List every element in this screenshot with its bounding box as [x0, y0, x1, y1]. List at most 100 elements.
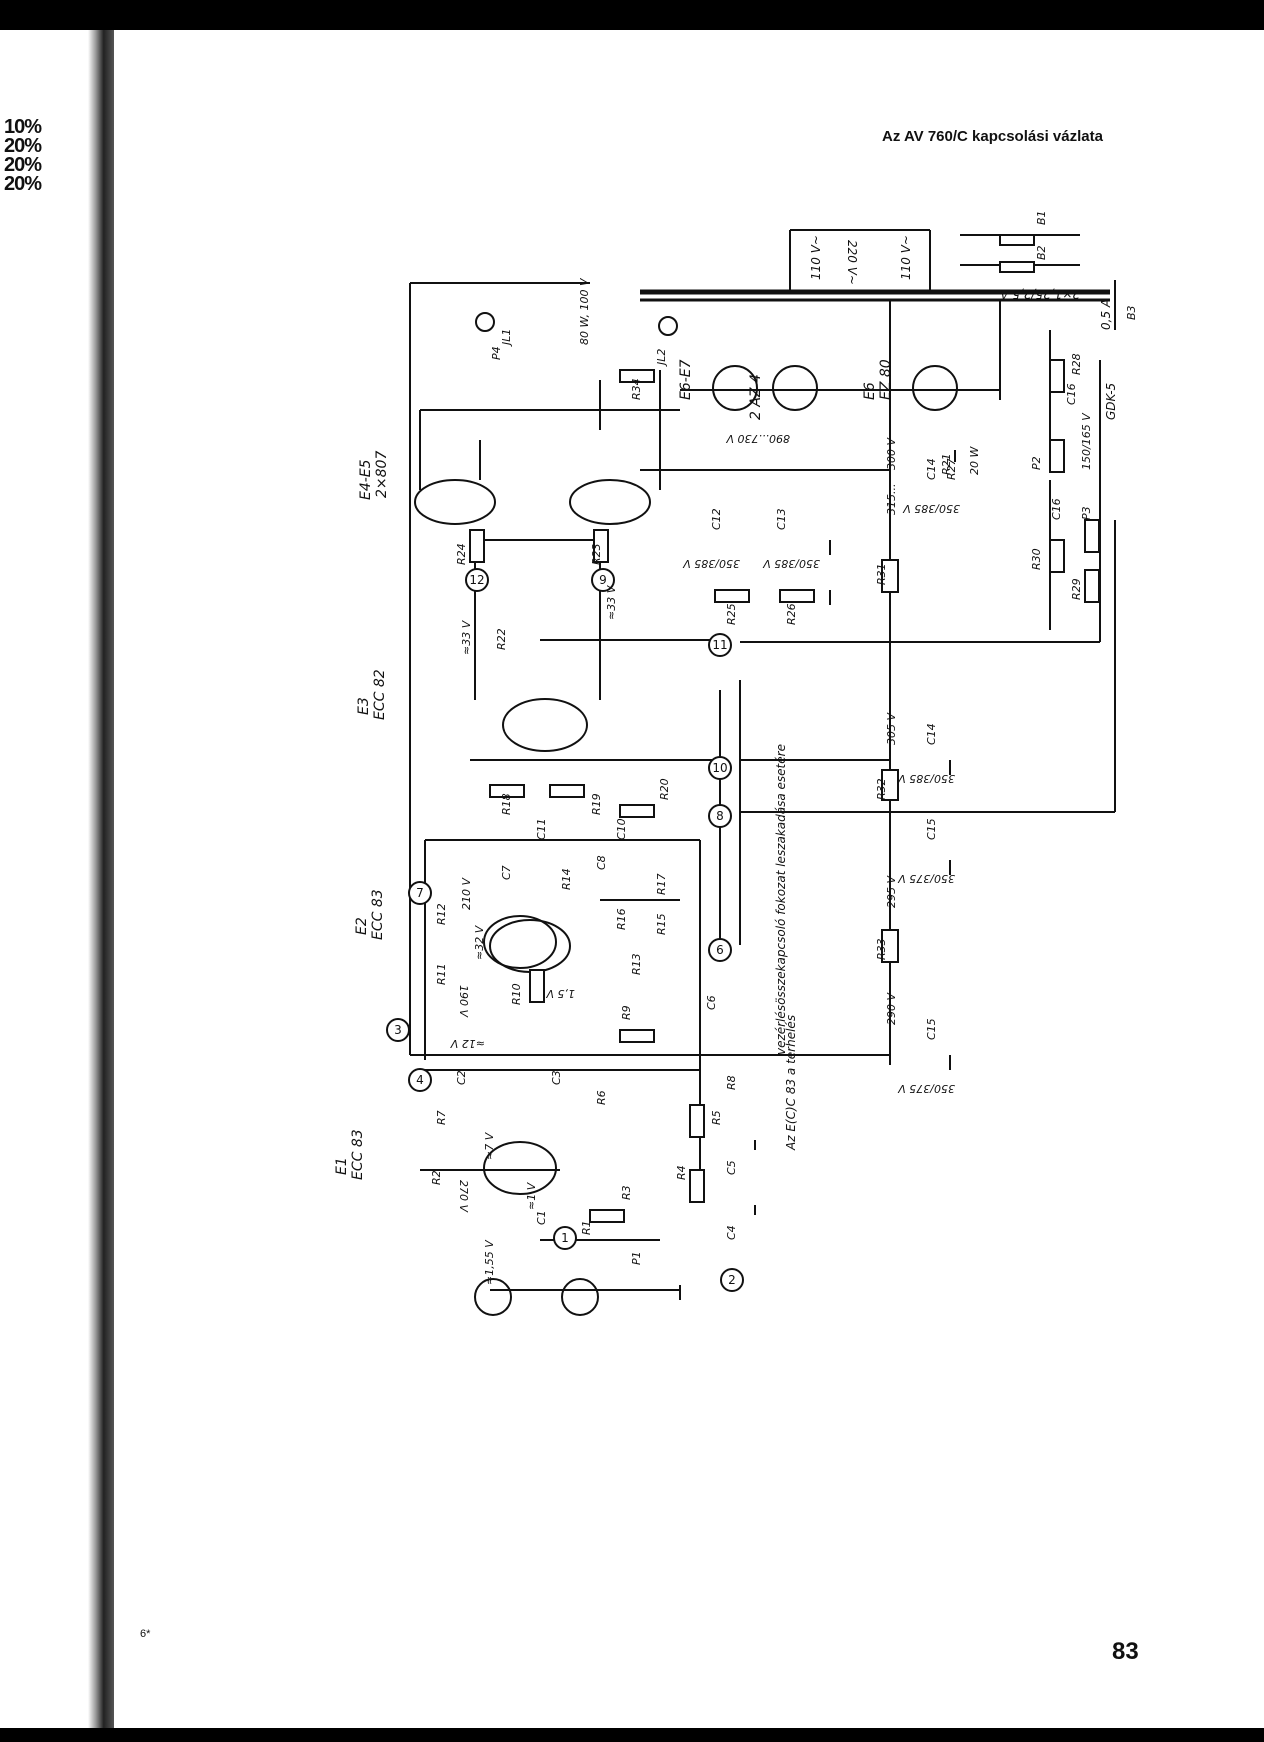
margin-note: 10%	[4, 116, 42, 138]
voltage-label: ≈33 V	[605, 584, 618, 620]
capacitor-label: C11	[535, 818, 548, 840]
tube-type-labels: ECC 83 E1 ECC 83 E2 ECC 82 E3 2×807 E4-E…	[334, 359, 894, 1180]
tube-ez80	[912, 365, 958, 411]
component-label: R2	[430, 1170, 443, 1185]
margin-note: 20%	[4, 173, 42, 195]
voltage-label: 290 V	[885, 992, 898, 1025]
node-label: 7	[416, 886, 424, 900]
tube-name-e1: E1	[334, 1157, 350, 1175]
component-label: R18	[500, 793, 513, 815]
voltage-label: 295 V	[885, 875, 898, 908]
voltage-label: 80 W, 100 V	[578, 277, 591, 345]
component-label: R13	[630, 953, 643, 975]
component-label: R30	[1030, 548, 1043, 570]
book-spine-shadow	[88, 30, 114, 1728]
note-text: Az E(C)C 83 a terhelés	[784, 1015, 798, 1151]
component-label: R4	[675, 1165, 688, 1180]
voltage-label: ≈7 V	[483, 1131, 496, 1160]
component-label: R1	[580, 1220, 593, 1235]
node-markers: 1 2 3 4 6 7 8 9 10 11 12	[386, 568, 744, 1292]
resistors	[469, 234, 1100, 1223]
tube-e1b	[483, 1141, 557, 1195]
annotation-notes: vezérlésösszekapcsoló fokozat leszakadás…	[774, 744, 798, 1151]
tube-e4	[414, 479, 496, 525]
capacitor-label: C2	[455, 1070, 468, 1085]
fuse-rating-label: 2×1,25/2,5 A	[1000, 287, 1080, 301]
lamp-label: JL2	[655, 349, 668, 367]
node-label: 4	[416, 1073, 424, 1087]
fuse3-rating-label: 0,5 A	[1099, 299, 1113, 330]
tube-e7	[772, 365, 818, 411]
tube-e3	[502, 698, 588, 752]
voltage-label: 270 V	[457, 1180, 470, 1213]
tube-name-e4e5: E4-E5	[358, 459, 374, 500]
voltage-label: 305 V	[885, 712, 898, 745]
voltage-label: ≈1 V	[525, 1181, 538, 1210]
fuse-label: B2	[1035, 245, 1048, 260]
capacitor-label: C6	[705, 995, 718, 1010]
cap-rating-label: 350/385 V	[902, 502, 960, 515]
note-text: vezérlésösszekapcsoló fokozat leszakadás…	[774, 744, 788, 1055]
component-label: R22	[495, 628, 508, 650]
cap-rating-label: 150/165 V	[1080, 412, 1093, 470]
node-label: 3	[394, 1023, 402, 1037]
component-label: R34	[630, 378, 643, 400]
tube-name-e6: E6	[862, 382, 878, 400]
margin-note: 20%	[4, 154, 42, 176]
page-title: Az AV 760/C kapcsolási vázlata	[882, 128, 1103, 145]
capacitor-label: C15	[925, 1018, 938, 1040]
component-label: R32	[875, 778, 888, 800]
component-label: R12	[435, 903, 448, 925]
voltage-label: 300 V	[885, 437, 898, 470]
tube-e5	[569, 479, 651, 525]
cap-rating-label: 350/375 V	[897, 1082, 955, 1095]
margin-note: 20%	[4, 135, 42, 157]
tube-name-e6e7: E6-E7	[678, 359, 694, 400]
voltage-label: ≈1,55 V	[483, 1239, 496, 1285]
cap-rating-label: 350/385 V	[897, 772, 955, 785]
input-jack-2	[561, 1278, 599, 1316]
fuse-label: B1	[1035, 210, 1048, 225]
capacitor-label: C1	[535, 1210, 548, 1225]
voltage-label: 315...	[885, 484, 898, 516]
component-label: P1	[630, 1251, 643, 1265]
voltage-label: 20 W	[968, 446, 981, 475]
tube-label-e2: ECC 83	[370, 889, 386, 940]
node-label: 11	[712, 638, 727, 652]
capacitor-label: C8	[595, 855, 608, 870]
capacitor-label: C5	[725, 1160, 738, 1175]
capacitor-label: C13	[775, 508, 788, 530]
component-label: R3	[620, 1185, 633, 1200]
component-label: R5	[710, 1110, 723, 1125]
voltage-label: 210 V	[460, 877, 473, 910]
component-label: R26	[785, 603, 798, 625]
component-label: R31	[875, 563, 888, 585]
cap-rating-label: 350/385 V	[682, 557, 740, 570]
component-label: R10	[510, 983, 523, 1005]
component-label: R24	[455, 543, 468, 565]
pilot-lamps	[475, 312, 678, 336]
component-label: R14	[560, 868, 573, 890]
tube-e1a	[483, 915, 557, 969]
input-jack-1	[474, 1278, 512, 1316]
component-label: R29	[1070, 578, 1083, 600]
lamp-icon	[475, 312, 495, 332]
node-label: 2	[728, 1273, 736, 1287]
mains-voltage-label: 220 V~	[845, 240, 859, 285]
component-label: R27	[945, 458, 958, 480]
capacitor-label: C16	[1065, 383, 1078, 405]
component-label: R21	[940, 453, 953, 475]
node-label: 1	[561, 1231, 569, 1245]
tube-name-e2: E2	[354, 917, 370, 935]
capacitor-rating-labels: 350/375 V 350/375 V 350/385 V 350/385 V …	[682, 412, 1093, 1095]
voltage-label: ≈33 V	[460, 619, 473, 655]
component-labels: R1 R2 R3 R4 R5 R6 R7 R8 R9 R10 R11 R12 R…	[430, 346, 1093, 1265]
fuse-label: B3	[1125, 305, 1138, 320]
node-label: 10	[712, 761, 727, 775]
capacitor-label: C3	[550, 1070, 563, 1085]
voltage-label: 190 V	[457, 985, 470, 1018]
scan-top-band	[0, 0, 1264, 30]
component-label: R25	[725, 603, 738, 625]
capacitor-label: C14	[925, 458, 938, 480]
